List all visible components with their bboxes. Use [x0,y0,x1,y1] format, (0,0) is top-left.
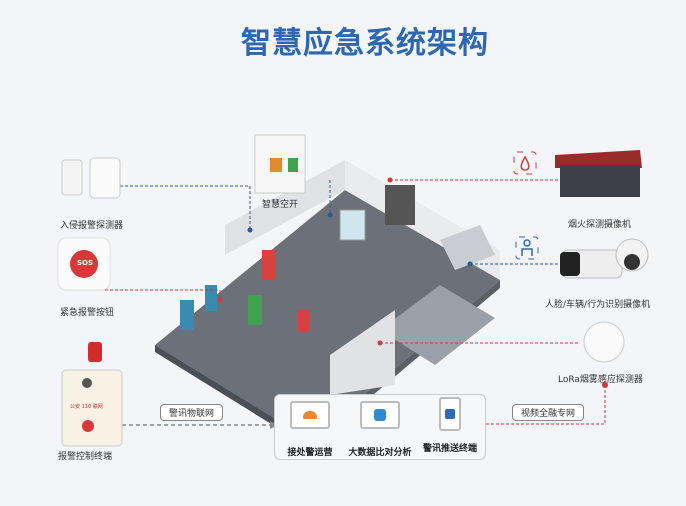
police-cap-icon [290,401,330,429]
platform-item-push: 警讯推送终端 [415,397,485,454]
face-camera-image [560,238,649,279]
platform-panel: 接处警运营 大数据比对分析 警讯推送终端 [274,394,486,460]
fire-camera-label: 烟火探测摄像机 [568,220,632,230]
sos-badge: SOS [77,259,94,267]
iot-network-tag: 警讯物联网 [160,404,224,421]
person-detect-icon [515,236,539,260]
alarm-terminal-image [61,342,123,447]
smoke-detector-image [583,321,625,363]
intrusion-detector-label: 入侵报警探测器 [60,221,124,231]
smoke-detector-label: LoRa烟雾感应探测器 [558,375,643,385]
page-title: 智慧应急系统架构 [241,26,489,61]
platform-item-analysis: 大数据比对分析 [345,401,415,458]
video-network-tag: 视频全融专网 [512,404,585,421]
face-camera-label: 人脸/车辆/行为识别摄像机 [545,300,651,310]
fire-detect-icon [513,151,537,175]
sos-button-label: 紧急报警按钮 [60,308,115,318]
data-analysis-icon [360,401,400,429]
alarm-terminal-label: 报警控制终端 [58,452,113,462]
smart-breaker-label: 智慧空开 [262,200,299,210]
intrusion-detector-image [61,157,121,199]
building-illustration [155,160,500,448]
mobile-push-icon [439,397,461,431]
smart-breaker-image [254,134,306,194]
terminal-screen-text: 公安 110 联网 [70,404,103,410]
platform-item-dispatch: 接处警运营 [275,401,345,458]
fire-camera-image [555,150,642,197]
sos-button-image [57,237,111,291]
